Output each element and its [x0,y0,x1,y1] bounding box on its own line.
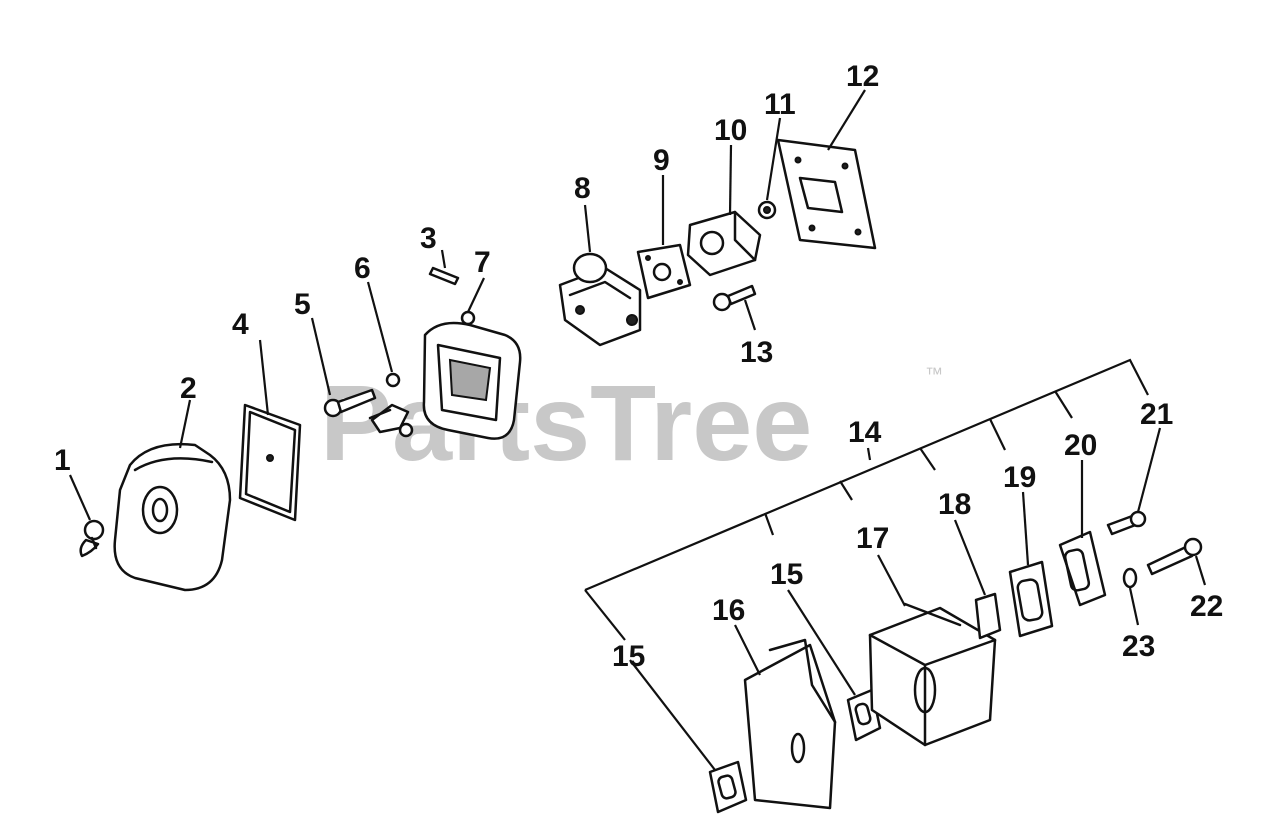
part-23-washer [1122,567,1138,589]
part-12-plate-gasket [776,138,877,250]
callout-11: 11 [764,88,796,121]
assembly-bracket-14 [584,358,1149,641]
callout-17: 17 [856,522,889,555]
callout-5: 5 [294,288,311,321]
part-9-gasket [636,243,692,300]
callout-19: 19 [1003,461,1036,494]
callout-3: 3 [420,222,437,255]
trademark-symbol: ™ [925,364,943,384]
part-6-bracket [368,372,414,438]
part-3-key [428,266,460,286]
part-4-filter-element [238,403,302,522]
part-20-muffler-plate [1058,530,1107,607]
callout-15-b: 15 [770,558,803,591]
part-10-insulator [686,210,762,277]
part-15-gasket-a [708,760,748,814]
callout-8: 8 [574,172,591,205]
leader-lines [68,89,1207,771]
callout-23: 23 [1122,630,1155,663]
part-1-wing-screw [79,519,105,558]
part-2-air-filter-cover [113,443,232,592]
part-8-carburetor [558,252,642,347]
part-22-long-bolt [1146,537,1203,576]
callout-10: 10 [714,114,747,147]
callout-14: 14 [848,416,882,449]
part-18-gasket [974,592,1002,640]
callout-21: 21 [1140,398,1173,431]
callout-16: 16 [712,594,745,627]
callout-20: 20 [1064,429,1097,462]
part-13-screw [712,284,757,312]
part-16-heat-shield [743,638,837,810]
part-17-muffler [868,602,997,747]
part-11-washer [757,200,777,220]
part-5-screw [323,388,377,418]
part-19-gasket [1008,560,1054,638]
callout-22: 22 [1190,590,1223,623]
callout-6: 6 [354,252,371,285]
callout-13: 13 [740,336,773,369]
callout-4: 4 [232,308,249,341]
part-7-filter-housing [422,310,522,440]
callout-9: 9 [653,144,670,177]
callout-18: 18 [938,488,971,521]
callout-1: 1 [54,444,71,477]
callout-2: 2 [180,372,197,405]
callout-7: 7 [474,246,491,279]
callout-12: 12 [846,60,879,93]
part-21-bolt [1106,510,1147,536]
callout-15-a: 15 [612,640,645,673]
